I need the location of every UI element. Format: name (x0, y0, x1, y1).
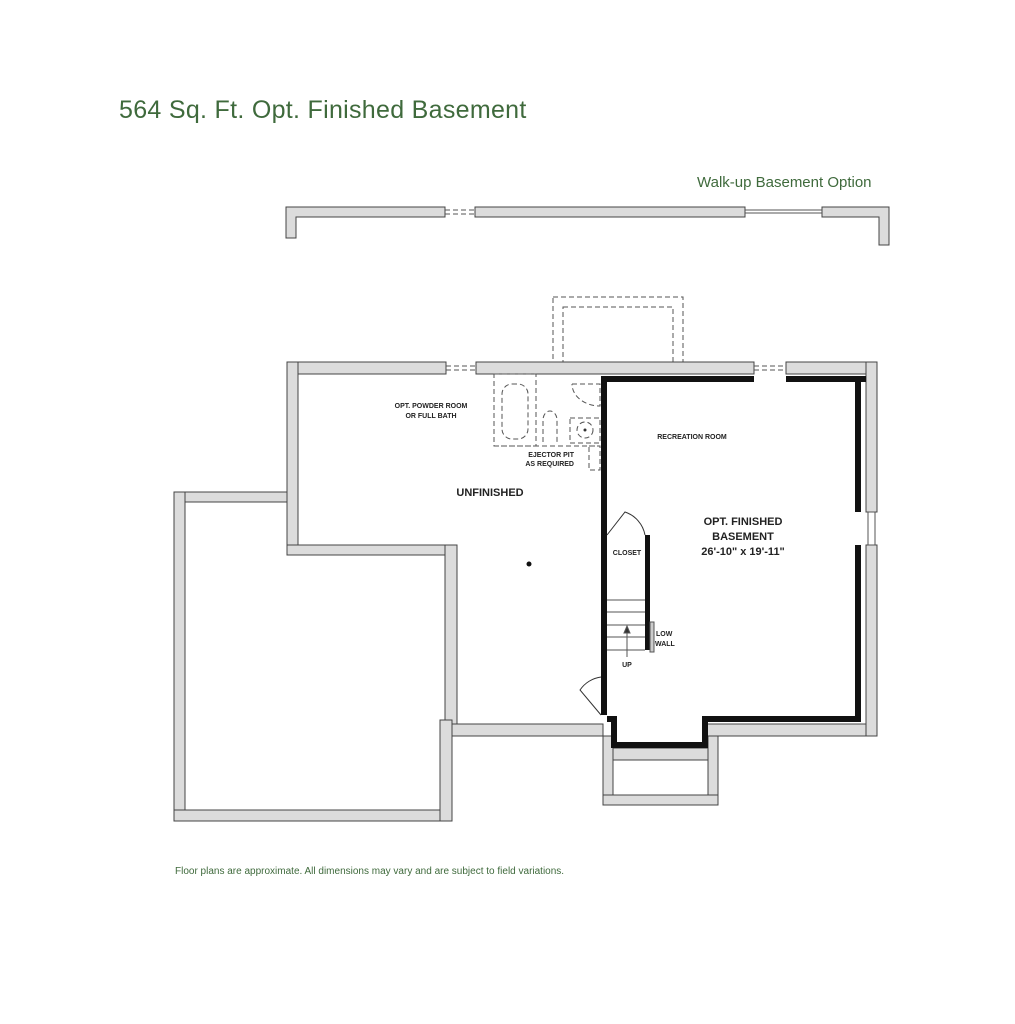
low-wall-label-2: WALL (655, 641, 676, 648)
finished-basement-label-2: BASEMENT (712, 531, 774, 543)
walkup-wall (285, 206, 890, 246)
unfinished-label: UNFINISHED (456, 487, 523, 499)
low-wall-label: LOW (656, 631, 673, 638)
ejector-pit-label: EJECTOR PIT (528, 452, 574, 459)
closet-door[interactable] (606, 511, 646, 536)
bath-fixtures (493, 373, 601, 471)
post-marker (526, 561, 532, 567)
powder-room-label: OPT. POWDER ROOM (395, 403, 468, 410)
dimensions-label: 26'-10" x 19'-11" (701, 546, 785, 558)
stair-door[interactable] (579, 676, 602, 716)
up-label: UP (622, 662, 632, 669)
page-title: 564 Sq. Ft. Opt. Finished Basement (119, 96, 527, 124)
exterior-walls (173, 361, 878, 822)
closet-label: CLOSET (613, 550, 642, 557)
stairs[interactable] (607, 599, 655, 657)
powder-room-label-2: OR FULL BATH (405, 413, 456, 420)
finished-walls (601, 376, 866, 748)
finished-basement-label: OPT. FINISHED (704, 516, 783, 528)
walkup-option-label: Walk-up Basement Option (697, 174, 872, 191)
ejector-pit-label-2: AS REQUIRED (525, 461, 574, 468)
recreation-room-label: RECREATION ROOM (657, 434, 727, 441)
disclaimer: Floor plans are approximate. All dimensi… (175, 866, 565, 877)
